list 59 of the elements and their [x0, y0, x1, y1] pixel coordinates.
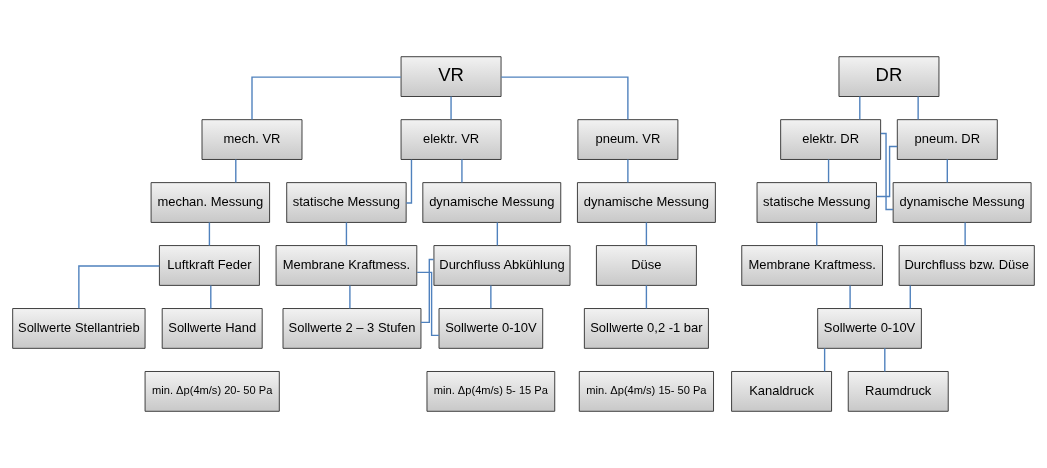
connector	[345, 221, 348, 247]
node-box: Sollwerte 2 – 3 Stufen	[282, 308, 422, 349]
connector	[823, 347, 826, 373]
node-box: pneum. VR	[577, 119, 679, 160]
node-box: dynamische Messung	[576, 182, 716, 223]
node-box: statische Messung	[756, 182, 877, 223]
connector	[859, 95, 861, 121]
node-box: Sollwerte 0-10V	[438, 308, 544, 349]
connector	[461, 158, 463, 184]
connector	[917, 95, 919, 121]
node-box: elektr. DR	[780, 119, 882, 160]
node-box: DR	[838, 56, 940, 97]
node-box: Membrane Kraftmess.	[741, 245, 883, 286]
node-box: min. Δp(4m/s) 15- 50 Pa	[578, 371, 714, 412]
node-box: Membrane Kraftmess.	[275, 245, 418, 286]
connector	[875, 145, 898, 198]
connector	[78, 265, 160, 309]
connector	[416, 271, 440, 337]
node-box: statische Messung	[286, 182, 407, 223]
node-box: Durchfluss bzw. Düse	[898, 245, 1035, 286]
connector	[964, 221, 966, 247]
connector	[450, 95, 452, 121]
connector	[251, 76, 402, 121]
node-box: Raumdruck	[847, 371, 949, 412]
node-box: pneum. DR	[896, 119, 998, 160]
connector	[627, 158, 629, 184]
node-box: dynamische Messung	[422, 182, 562, 223]
connector	[349, 284, 351, 310]
connector	[849, 284, 851, 310]
connector	[420, 258, 435, 324]
node-box: Sollwerte 0,2 -1 bar	[583, 308, 709, 349]
node-box: Düse	[595, 245, 697, 286]
node-box: VR	[400, 56, 502, 97]
node-box: Sollwerte Stellantrieb	[12, 308, 146, 349]
node-box: mech. VR	[201, 119, 303, 160]
node-box: elektr. VR	[400, 119, 502, 160]
connector	[909, 284, 911, 310]
node-box: Sollwerte 0-10V	[817, 308, 922, 349]
node-box: min. Δp(4m/s) 5- 15 Pa	[426, 371, 556, 412]
node-box: min. Δp(4m/s) 20- 50 Pa	[144, 371, 280, 412]
node-box: Luftkraft Feder	[158, 245, 260, 286]
connector	[496, 221, 499, 247]
connector	[490, 284, 492, 310]
connector	[645, 221, 648, 247]
connector	[880, 132, 894, 211]
node-box: mechan. Messung	[150, 182, 271, 223]
connector	[210, 284, 212, 310]
node-box: dynamische Messung	[892, 182, 1032, 223]
connector	[946, 158, 948, 184]
connector	[816, 221, 818, 247]
connector	[208, 221, 211, 247]
connector	[500, 76, 629, 121]
node-box: Kanaldruck	[731, 371, 833, 412]
connector	[884, 347, 886, 373]
connector	[645, 284, 648, 310]
connector	[235, 158, 237, 184]
connector	[827, 158, 830, 184]
node-box: Durchfluss Abkühlung	[433, 245, 571, 286]
node-box: Sollwerte Hand	[161, 308, 263, 349]
